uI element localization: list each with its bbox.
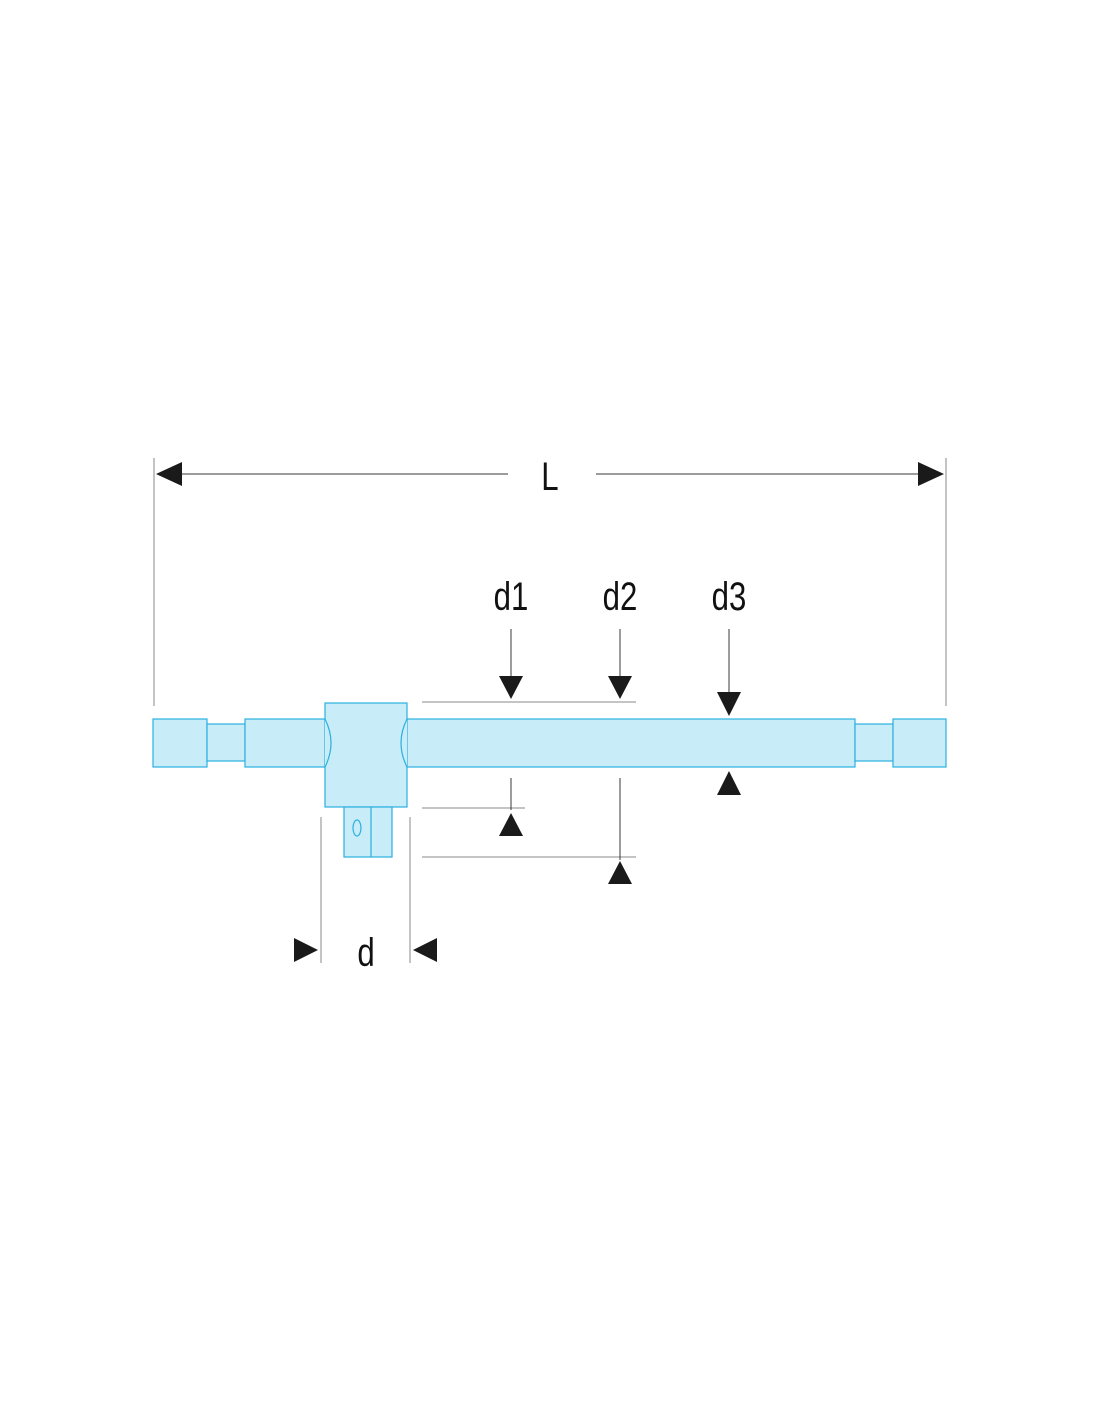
dimension-drive: d [294, 817, 437, 975]
detent-ball [352, 819, 362, 837]
arrowhead-left-icon [156, 462, 182, 486]
d1-arrow-down-icon [499, 676, 523, 699]
right-end-cap [892, 718, 947, 768]
square-drive [343, 806, 393, 858]
right-neck [854, 723, 894, 762]
d3-label: d3 [712, 574, 747, 619]
sliding-head [324, 702, 408, 808]
d3-arrow-up-icon [717, 771, 741, 795]
dimension-d3: d3 [712, 574, 747, 795]
d3-arrow-down-icon [717, 692, 741, 716]
drive-arrow-left-icon [413, 938, 437, 962]
dimension-length: L [153, 454, 947, 706]
head-left-curve [324, 718, 332, 768]
d1-arrow-up-icon [499, 813, 523, 836]
left-neck [206, 723, 246, 762]
d2-arrow-down-icon [608, 676, 632, 699]
d2-label: d2 [603, 574, 638, 619]
right-shaft [399, 718, 856, 768]
length-label: L [541, 454, 558, 499]
arrowhead-right-icon [918, 462, 944, 486]
drive-arrow-right-icon [294, 938, 318, 962]
d1-label: d1 [494, 574, 529, 619]
left-shaft [244, 718, 336, 768]
d2-arrow-up-icon [608, 861, 632, 884]
left-end-cap [152, 718, 208, 768]
dimension-d1: d1 [422, 574, 636, 836]
dimension-d2: d2 [422, 574, 637, 884]
drive-label: d [357, 930, 374, 975]
head-right-curve [400, 718, 408, 768]
t-bar-tool [152, 702, 947, 858]
